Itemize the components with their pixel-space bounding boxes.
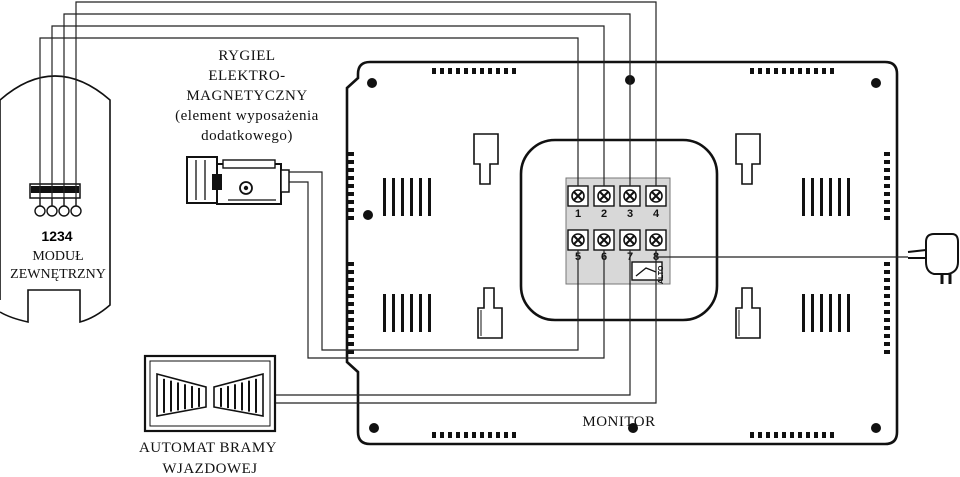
bolt-label-line3: MAGNETYCZNY bbox=[186, 88, 307, 104]
terminal-1: 1 bbox=[567, 185, 589, 220]
gate-automat: AUTOMAT BRAMY WJAZDOWEJ bbox=[139, 354, 277, 477]
module-terminal-numbers: 1234 bbox=[41, 228, 72, 244]
bolt-label-line2: ELEKTRO- bbox=[208, 68, 285, 84]
gate-label-line1: AUTOMAT BRAMY bbox=[139, 440, 277, 456]
terminal-2: 2 bbox=[593, 185, 615, 220]
terminal-6: 6 bbox=[593, 229, 615, 263]
monitor-label: MONITOR bbox=[582, 414, 655, 430]
outdoor-module: 1234 MODUŁ ZEWNĘTRZNY bbox=[0, 75, 111, 324]
relay-label: ALTO bbox=[658, 265, 665, 284]
terminal-number: 2 bbox=[601, 208, 607, 220]
power-supply-icon bbox=[907, 233, 959, 284]
terminal-5: 5 bbox=[567, 229, 589, 263]
terminal-number: 3 bbox=[627, 208, 633, 220]
monitor-vents bbox=[348, 68, 890, 438]
relay-icon: ALTO bbox=[631, 261, 665, 284]
bolt-label-line1: RYGIEL bbox=[218, 48, 275, 64]
bolt-label-line5: dodatkowego) bbox=[201, 128, 293, 144]
wiring bbox=[39, 1, 908, 404]
electromagnetic-bolt bbox=[186, 156, 290, 205]
terminal-number: 4 bbox=[653, 208, 660, 220]
terminal-4: 4 bbox=[645, 185, 667, 220]
gate-label-line2: WJAZDOWEJ bbox=[162, 461, 257, 477]
bolt-label-line4: (element wyposażenia bbox=[175, 108, 319, 124]
terminal-number: 1 bbox=[575, 208, 581, 220]
module-label-line1: MODUŁ bbox=[32, 249, 83, 264]
monitor-mount-holes bbox=[363, 75, 881, 433]
module-terminal-block bbox=[29, 183, 82, 217]
terminal-3: 3 bbox=[619, 185, 641, 220]
gate-icon bbox=[156, 372, 264, 417]
module-label-line2: ZEWNĘTRZNY bbox=[10, 267, 106, 282]
